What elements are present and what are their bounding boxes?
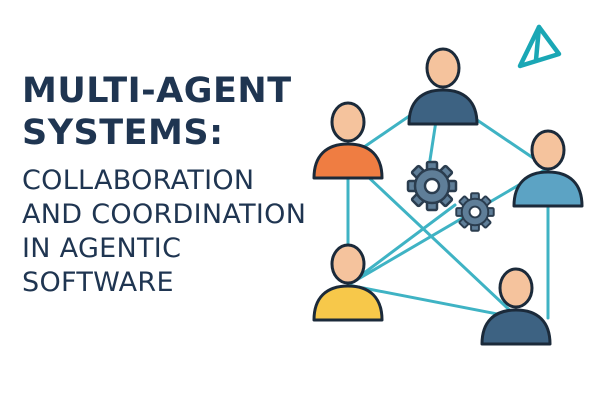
logo-triangle-icon [517, 24, 562, 69]
agent-icon [407, 47, 479, 126]
gear-icon [406, 160, 458, 212]
subtitle-line-3: IN AGENTIC [22, 233, 182, 264]
title-block: MULTI-AGENT SYSTEMS: COLLABORATION AND C… [22, 70, 332, 300]
subtitle-line-2: AND COORDINATION [22, 199, 307, 230]
subtitle-line-4: SOFTWARE [22, 267, 174, 298]
connector-line [346, 166, 550, 287]
gear-icon [455, 192, 495, 232]
agent-icon [480, 267, 552, 346]
title-line-2: SYSTEMS: [22, 113, 224, 153]
connector-line [346, 283, 520, 320]
connector-line [346, 156, 520, 320]
connector-line [346, 203, 457, 287]
subtitle-line-1: COLLABORATION [22, 165, 255, 196]
agent-icon [312, 243, 384, 322]
title-line-1: MULTI-AGENT [22, 71, 292, 111]
agent-icon [512, 129, 584, 208]
